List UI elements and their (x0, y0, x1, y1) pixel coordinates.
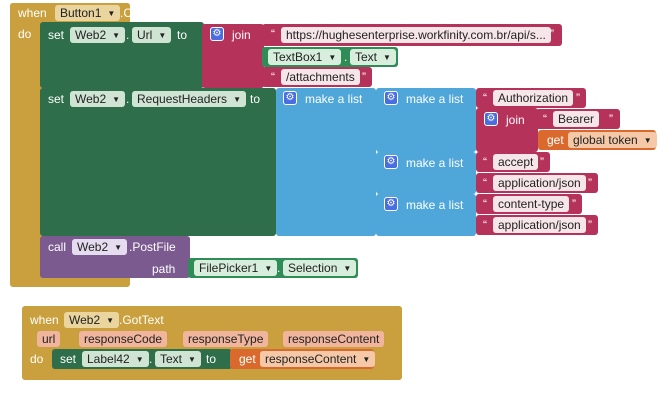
dropdown-arrow-icon: ▼ (233, 95, 241, 104)
dropdown-arrow-icon: ▼ (135, 355, 144, 364)
make-list-label: make a list (406, 156, 464, 170)
dropdown-arrow-icon: ▼ (188, 355, 196, 364)
bearer-text-field[interactable]: Bearer (553, 111, 600, 127)
get-keyword: get (239, 352, 256, 366)
to-keyword: to (206, 352, 217, 366)
textbox-property-dropdown[interactable]: Text▼ (350, 49, 396, 65)
to-keyword: to (177, 28, 188, 42)
application-json-text-field[interactable]: application/json (493, 217, 586, 233)
textbox-component-dropdown[interactable]: TextBox1▼ (268, 49, 342, 65)
set-property-dropdown[interactable]: Url▼ (132, 27, 172, 43)
responsecontent-dropdown[interactable]: responseContent▼ (260, 351, 376, 367)
event-component-dropdown[interactable]: Web2▼ (64, 312, 120, 328)
gear-icon[interactable]: ⚙ (283, 91, 297, 105)
gear-icon[interactable]: ⚙ (210, 27, 224, 41)
dropdown-arrow-icon: ▼ (112, 95, 121, 104)
join-label: join (232, 28, 251, 42)
do-keyword: do (18, 27, 32, 41)
make-list-label: make a list (305, 92, 363, 106)
dropdown-arrow-icon: ▼ (112, 31, 121, 40)
set-component-dropdown[interactable]: Web2▼ (70, 91, 126, 107)
set-keyword: set (48, 28, 65, 42)
dropdown-arrow-icon: ▼ (264, 264, 273, 273)
set-property-dropdown[interactable]: Text▼ (155, 351, 201, 367)
attachments-text-field[interactable]: /attachments (281, 69, 360, 85)
set-component-dropdown[interactable]: Label42▼ (82, 351, 149, 367)
param-responsecontent[interactable]: responseContent (283, 331, 385, 347)
to-keyword: to (250, 92, 261, 106)
get-keyword: get (547, 133, 564, 147)
dropdown-arrow-icon: ▼ (383, 53, 391, 62)
call-keyword: call (48, 240, 67, 254)
filepicker-component-dropdown[interactable]: FilePicker1▼ (194, 260, 278, 276)
make-list-label: make a list (406, 92, 464, 106)
param-url[interactable]: url (37, 331, 61, 347)
event-name: .Click (120, 6, 150, 20)
set-web2-requestheaders-block[interactable] (40, 88, 276, 236)
global-token-dropdown[interactable]: global token▼ (568, 132, 657, 148)
accept-text-field[interactable]: accept (493, 154, 539, 170)
set-keyword: set (48, 92, 65, 106)
dropdown-arrow-icon: ▼ (328, 53, 337, 62)
url-text-field[interactable]: https://hughesenterprise.workfinity.com.… (281, 27, 551, 43)
dropdown-arrow-icon: ▼ (158, 31, 167, 40)
make-list-label: make a list (406, 198, 464, 212)
content-type-text-field[interactable]: content-type (493, 196, 570, 212)
method-name: .PostFile (129, 240, 176, 254)
set-component-dropdown[interactable]: Web2▼ (70, 27, 126, 43)
dropdown-arrow-icon: ▼ (106, 316, 115, 325)
param-responsetype[interactable]: responseType (183, 331, 269, 347)
gear-icon[interactable]: ⚙ (484, 112, 498, 126)
set-keyword: set (60, 352, 77, 366)
gear-icon[interactable]: ⚙ (384, 155, 398, 169)
filepicker-property-dropdown[interactable]: Selection▼ (283, 260, 357, 276)
gear-icon[interactable]: ⚙ (384, 91, 398, 105)
set-property-dropdown[interactable]: RequestHeaders▼ (132, 91, 246, 107)
application-json-text-field[interactable]: application/json (493, 175, 586, 191)
gear-icon[interactable]: ⚙ (384, 197, 398, 211)
do-keyword: do (30, 352, 44, 366)
when-keyword: when (30, 313, 59, 327)
event-name: .GotText (119, 313, 164, 327)
path-label: path (152, 262, 176, 276)
dropdown-arrow-icon: ▼ (114, 243, 123, 252)
authorization-text-field[interactable]: Authorization (493, 90, 574, 106)
make-list-block-outer[interactable] (276, 88, 376, 236)
event-component-dropdown[interactable]: Button1▼ (55, 5, 121, 21)
dropdown-arrow-icon: ▼ (643, 136, 652, 145)
param-responsecode[interactable]: responseCode (79, 331, 168, 347)
call-component-dropdown[interactable]: Web2▼ (72, 239, 128, 255)
dropdown-arrow-icon: ▼ (107, 9, 116, 18)
when-keyword: when (18, 6, 47, 20)
join-label: join (506, 113, 525, 127)
dropdown-arrow-icon: ▼ (362, 355, 371, 364)
dropdown-arrow-icon: ▼ (343, 264, 352, 273)
